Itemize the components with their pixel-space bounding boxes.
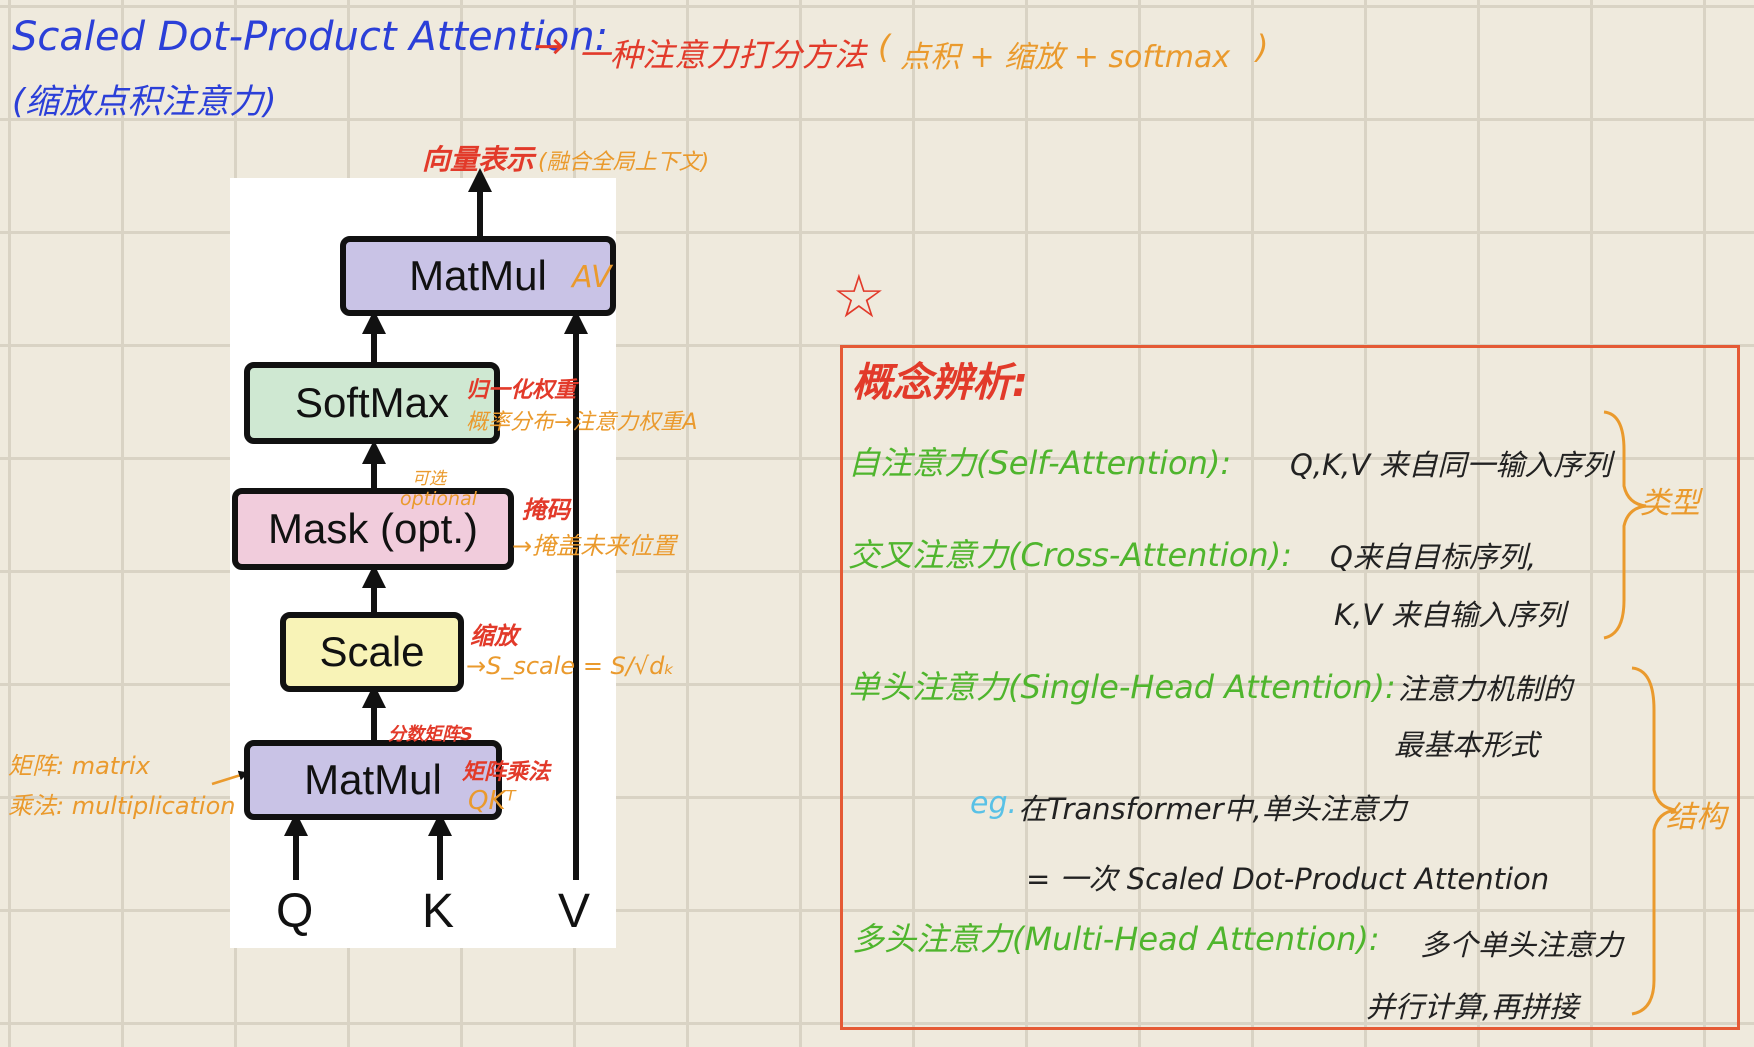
input-v: V <box>558 885 591 938</box>
type-label: 类型 <box>1640 486 1700 521</box>
output-note: (融合全局上下文) <box>538 150 710 175</box>
single-head-desc2: 最基本形式 <box>1394 728 1540 762</box>
multi-head-desc1: 多个单头注意力 <box>1420 928 1624 962</box>
mask-optional-cn: 可选 <box>412 469 446 489</box>
header-definition: 一种注意力打分方法 <box>578 36 867 74</box>
star-icon: ☆ <box>832 262 886 332</box>
mask-optional-en: optional <box>400 488 478 510</box>
matmul-top-box: MatMul <box>340 236 616 316</box>
matrix-note: 矩阵: matrix <box>8 752 150 780</box>
mask-note-orange: →掩盖未来位置 <box>512 532 677 560</box>
cross-attention-label: 交叉注意力(Cross-Attention): <box>848 536 1292 574</box>
matmul-bottom-box: MatMul <box>244 740 502 820</box>
qkt-label: QKᵀ <box>468 786 516 816</box>
header-paren-open: ( <box>878 28 891 66</box>
mask-box: Mask (opt.) <box>232 488 514 570</box>
matmul-note-red: 矩阵乘法 <box>462 760 551 785</box>
cross-attention-desc1: Q来自目标序列, <box>1330 540 1537 574</box>
input-k: K <box>422 885 455 938</box>
eg-text1: 在Transformer中,单头注意力 <box>1018 792 1407 826</box>
self-attention-label: 自注意力(Self-Attention): <box>848 444 1232 482</box>
av-label: AV <box>572 260 612 295</box>
header-components: 点积 + 缩放 + softmax <box>900 40 1231 75</box>
scale-formula: →S_scale = S/√dₖ <box>466 652 675 680</box>
header-title: Scaled Dot-Product Attention: <box>12 14 609 60</box>
scale-note-red: 缩放 <box>470 622 518 650</box>
multi-head-label: 多头注意力(Multi-Head Attention): <box>852 920 1380 958</box>
type-brace <box>1603 410 1647 640</box>
header-chinese-name: (缩放点积注意力) <box>12 82 277 122</box>
concept-heading: 概念辨析: <box>852 360 1028 406</box>
cross-attention-desc2: K,V 来自输入序列 <box>1334 598 1566 632</box>
matrix-pointer-arrow <box>211 770 249 786</box>
scale-box: Scale <box>280 612 464 692</box>
softmax-note-orange: 概率分布→注意力权重A <box>466 410 698 435</box>
multiplication-note: 乘法: multiplication <box>8 792 236 820</box>
softmax-note-red: 归一化权重 <box>466 378 577 403</box>
multi-head-desc2: 并行计算,再拼接 <box>1366 990 1579 1024</box>
eg-text2: = 一次 Scaled Dot-Product Attention <box>1026 862 1550 896</box>
structure-brace <box>1631 666 1677 1016</box>
eg-label: eg. <box>970 786 1018 821</box>
self-attention-desc: Q,K,V 来自同一输入序列 <box>1290 448 1612 482</box>
scores-note-red: 分数矩阵S <box>388 724 473 745</box>
single-head-desc1: 注意力机制的 <box>1398 672 1573 706</box>
structure-label: 结构 <box>1666 800 1726 835</box>
concept-box <box>840 345 1740 1030</box>
input-q: Q <box>276 885 314 938</box>
single-head-label: 单头注意力(Single-Head Attention): <box>848 668 1396 706</box>
header-arrow: → <box>534 26 565 67</box>
softmax-box: SoftMax <box>244 362 500 444</box>
header-paren-close: ) <box>1256 28 1269 66</box>
output-label: 向量表示 <box>422 143 535 176</box>
mask-note-red: 掩码 <box>522 496 570 524</box>
